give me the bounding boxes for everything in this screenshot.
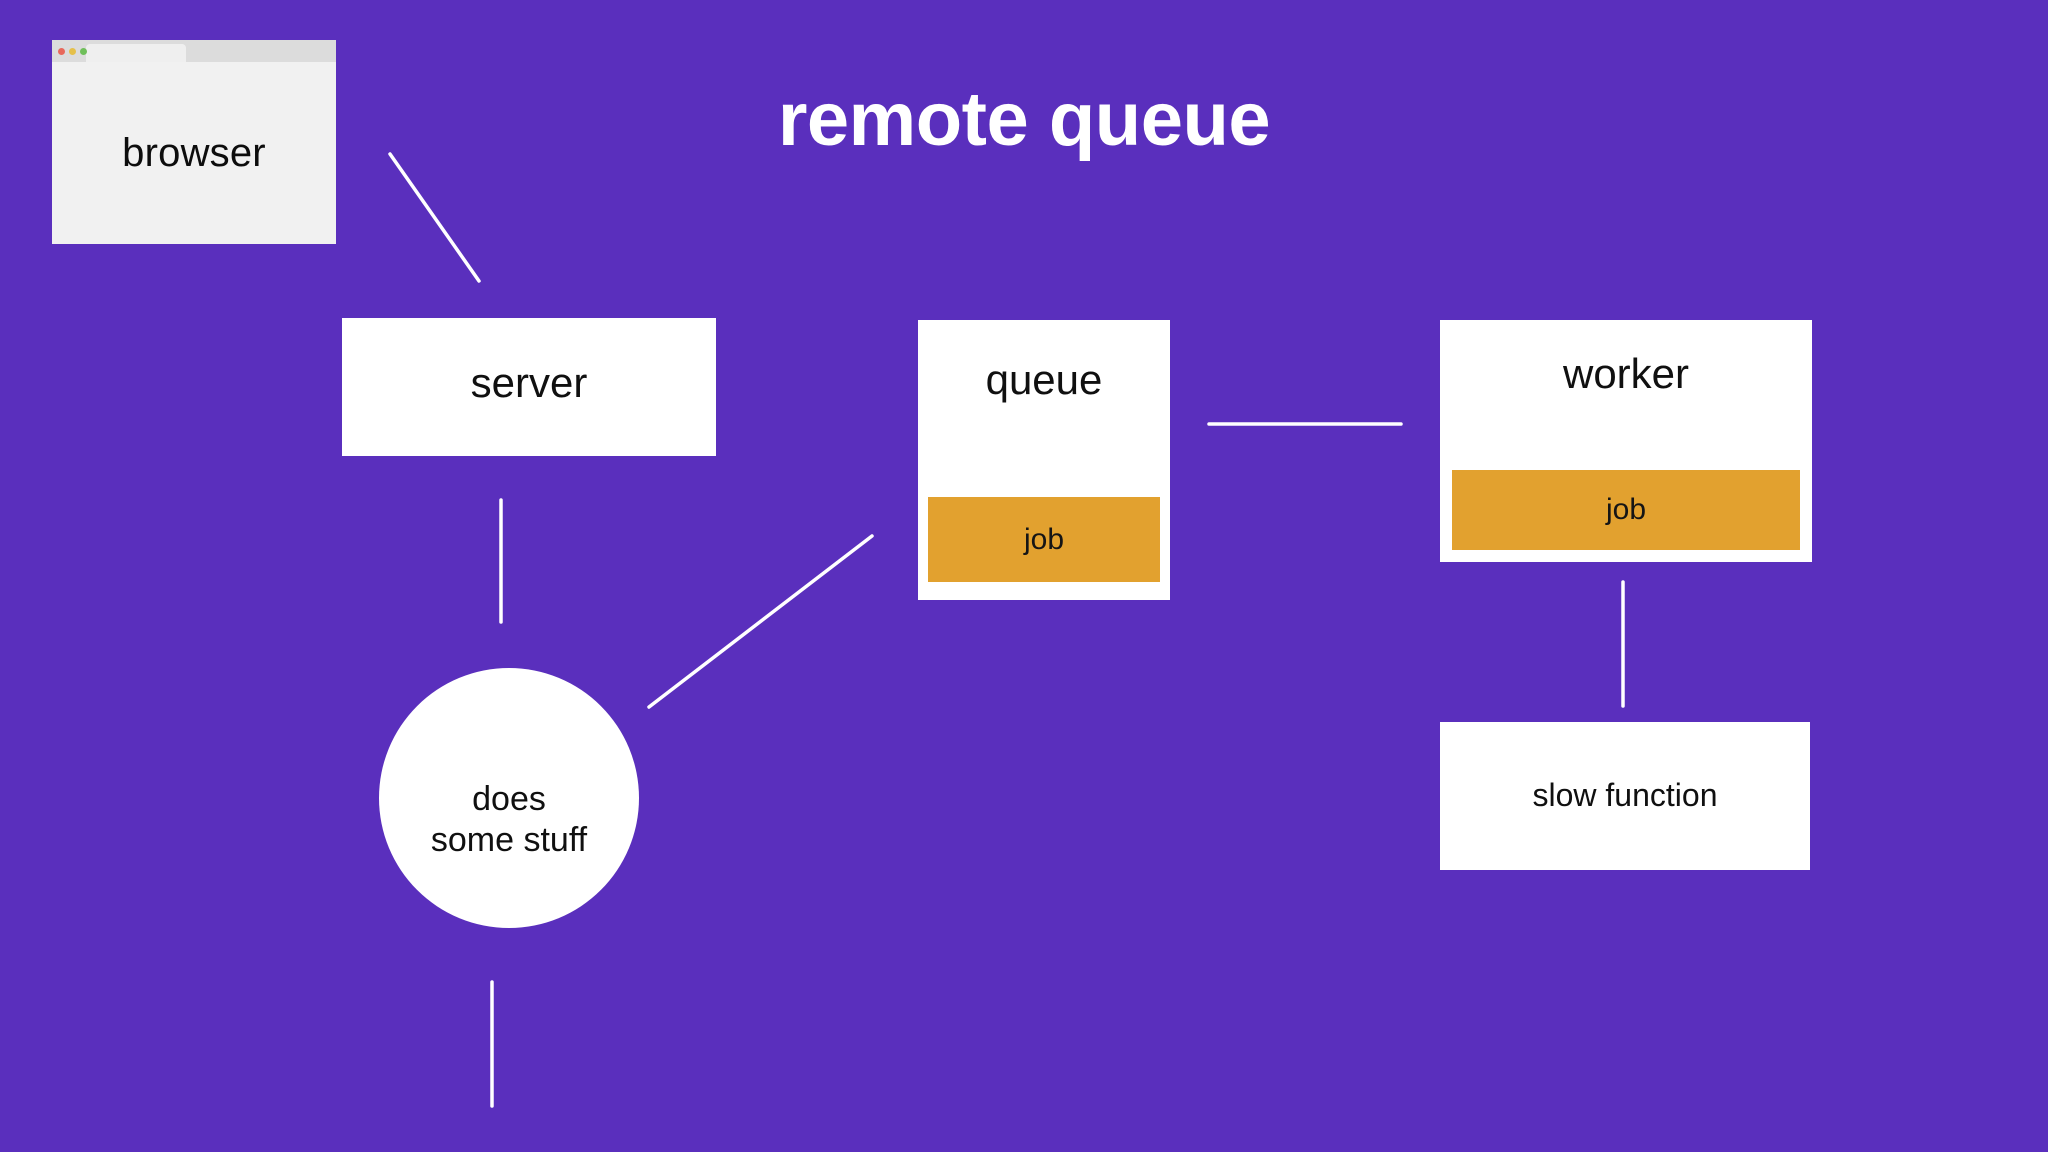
node-worker[interactable]: worker job: [1440, 320, 1812, 562]
worker-job-label: job: [1605, 493, 1647, 526]
connector-does-some-stuff-to-queue: [647, 534, 874, 709]
browser-label: browser: [122, 131, 266, 175]
node-queue[interactable]: queue job: [918, 320, 1170, 600]
window-traffic-lights: [58, 47, 87, 55]
queue-job-label: job: [1023, 522, 1065, 556]
node-queue-label: queue: [985, 356, 1103, 403]
node-does-some-stuff[interactable]: does some stuff: [379, 668, 639, 928]
browser-tab[interactable]: [86, 44, 186, 62]
worker-job-chip[interactable]: job: [1452, 470, 1800, 550]
node-server-label: server: [470, 358, 588, 406]
close-dot-icon[interactable]: [58, 47, 65, 55]
browser-titlebar: [52, 40, 336, 62]
node-slow-function-label: slow function: [1532, 777, 1718, 814]
queue-job-chip[interactable]: job: [928, 497, 1160, 582]
connector-browser-to-server: [388, 152, 481, 283]
browser-window[interactable]: browser: [52, 40, 336, 244]
node-worker-label: worker: [1562, 350, 1690, 397]
page-title: remote queue: [777, 77, 1271, 162]
node-server[interactable]: server: [342, 318, 716, 456]
node-does-some-stuff-label: does some stuff: [430, 779, 588, 859]
node-slow-function[interactable]: slow function: [1440, 722, 1810, 870]
maximize-dot-icon[interactable]: [80, 47, 87, 55]
minimize-dot-icon[interactable]: [69, 47, 76, 55]
browser-viewport: browser: [52, 62, 336, 244]
